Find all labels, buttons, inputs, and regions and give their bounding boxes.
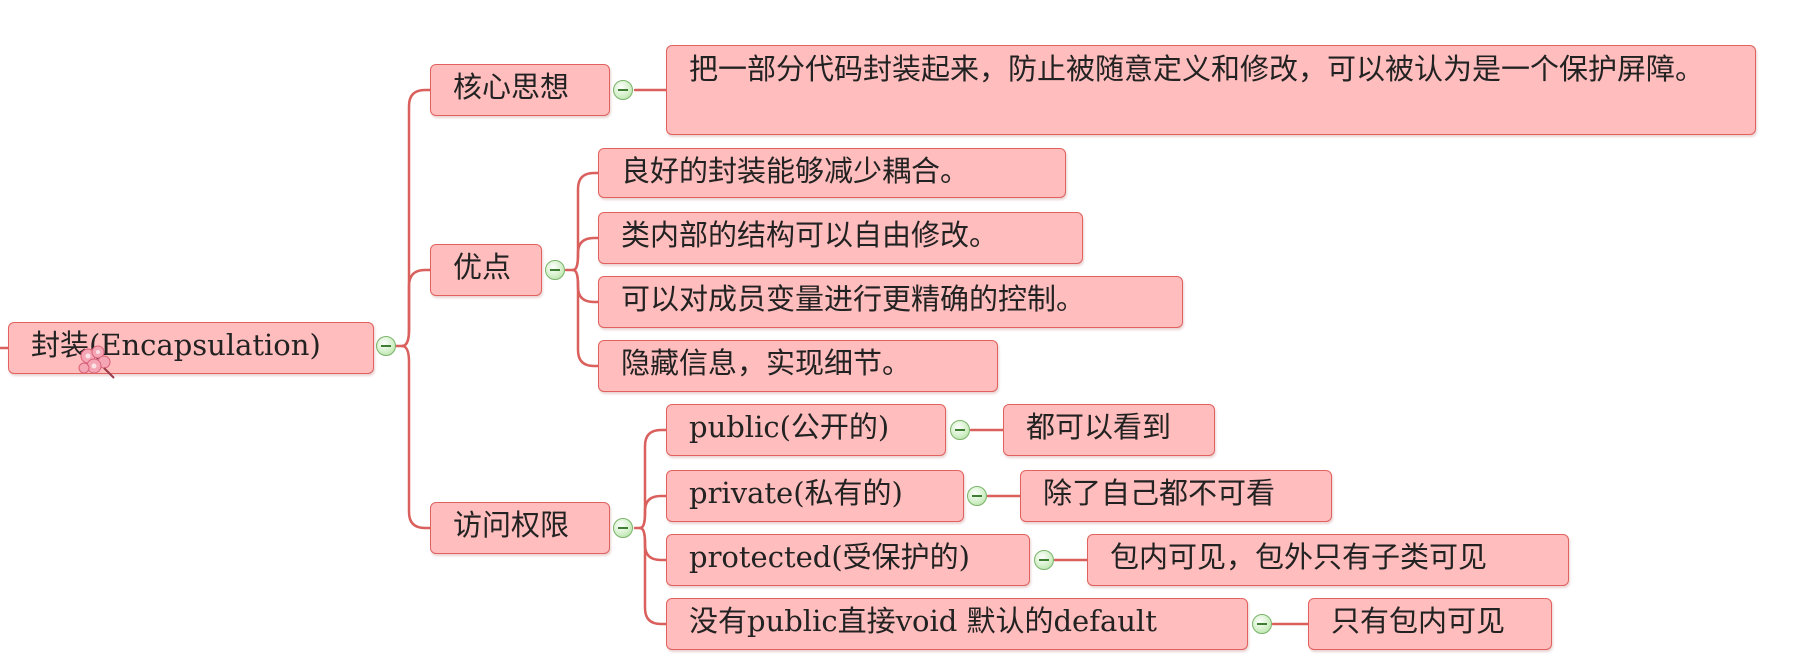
- access-detail-1[interactable]: 都可以看到: [1003, 404, 1215, 456]
- connector-root-to-access: [400, 344, 432, 530]
- root-node[interactable]: 封装(Encapsulation): [8, 322, 374, 374]
- branch-advantages-label: 优点: [453, 250, 512, 284]
- branch-access-node[interactable]: 访问权限: [430, 502, 610, 554]
- access-detail-1-text: 都可以看到: [1026, 410, 1172, 444]
- access-item-2-label: private(私有的): [689, 476, 903, 510]
- branch-advantages-collapse-icon[interactable]: [545, 260, 565, 280]
- access-detail-3[interactable]: 包内可见，包外只有子类可见: [1087, 534, 1569, 586]
- branch-access-label: 访问权限: [453, 508, 570, 542]
- connector-access-item-4: [638, 526, 668, 626]
- connector-root-to-advantages: [400, 268, 432, 348]
- advantage-item-3[interactable]: 可以对成员变量进行更精确的控制。: [598, 276, 1183, 328]
- branch-advantages-node[interactable]: 优点: [430, 244, 542, 296]
- access-item-3-collapse-icon[interactable]: [1034, 550, 1054, 570]
- access-item-4[interactable]: 没有public直接void 默认的default: [666, 598, 1248, 650]
- advantage-item-4[interactable]: 隐藏信息，实现细节。: [598, 340, 998, 392]
- access-item-4-label: 没有public直接void 默认的default: [689, 604, 1157, 638]
- access-item-1[interactable]: public(公开的): [666, 404, 946, 456]
- access-detail-3-text: 包内可见，包外只有子类可见: [1110, 540, 1488, 574]
- core-detail-node[interactable]: 把一部分代码封装起来，防止被随意定义和修改，可以被认为是一个保护屏障。: [666, 45, 1756, 135]
- access-item-1-collapse-icon[interactable]: [950, 420, 970, 440]
- advantage-item-4-text: 隐藏信息，实现细节。: [621, 346, 912, 380]
- access-item-1-label: public(公开的): [689, 410, 890, 444]
- connector-adv-item-1: [564, 171, 600, 272]
- connector-root-to-core: [393, 88, 432, 348]
- root-node-label: 封装(Encapsulation): [31, 328, 321, 362]
- advantage-item-3-text: 可以对成员变量进行更精确的控制。: [621, 282, 1086, 316]
- advantage-item-2[interactable]: 类内部的结构可以自由修改。: [598, 212, 1083, 264]
- flower-sticker-icon: [78, 345, 115, 379]
- access-detail-4-text: 只有包内可见: [1331, 604, 1506, 638]
- advantage-item-1-text: 良好的封装能够减少耦合。: [621, 154, 970, 188]
- connector-access-item-2: [638, 494, 668, 530]
- advantage-item-1[interactable]: 良好的封装能够减少耦合。: [598, 148, 1066, 198]
- access-item-3-label: protected(受保护的): [689, 540, 970, 574]
- branch-core-node[interactable]: 核心思想: [430, 64, 610, 116]
- access-detail-2-text: 除了自己都不可看: [1043, 476, 1276, 510]
- advantage-item-2-text: 类内部的结构可以自由修改。: [621, 218, 999, 252]
- access-item-4-collapse-icon[interactable]: [1252, 614, 1272, 634]
- branch-core-label: 核心思想: [453, 70, 570, 104]
- access-detail-2[interactable]: 除了自己都不可看: [1020, 470, 1332, 522]
- branch-access-collapse-icon[interactable]: [613, 518, 633, 538]
- core-detail-text: 把一部分代码封装起来，防止被随意定义和修改，可以被认为是一个保护屏障。: [689, 52, 1705, 86]
- access-item-2[interactable]: private(私有的): [666, 470, 964, 522]
- connector-adv-item-2: [571, 236, 600, 272]
- access-item-2-collapse-icon[interactable]: [967, 486, 987, 506]
- connector-access-item-1: [633, 428, 668, 530]
- access-detail-4[interactable]: 只有包内可见: [1308, 598, 1552, 650]
- branch-core-collapse-icon[interactable]: [613, 80, 633, 100]
- root-collapse-icon[interactable]: [376, 336, 396, 356]
- connector-adv-item-4: [571, 268, 600, 368]
- access-item-3[interactable]: protected(受保护的): [666, 534, 1030, 586]
